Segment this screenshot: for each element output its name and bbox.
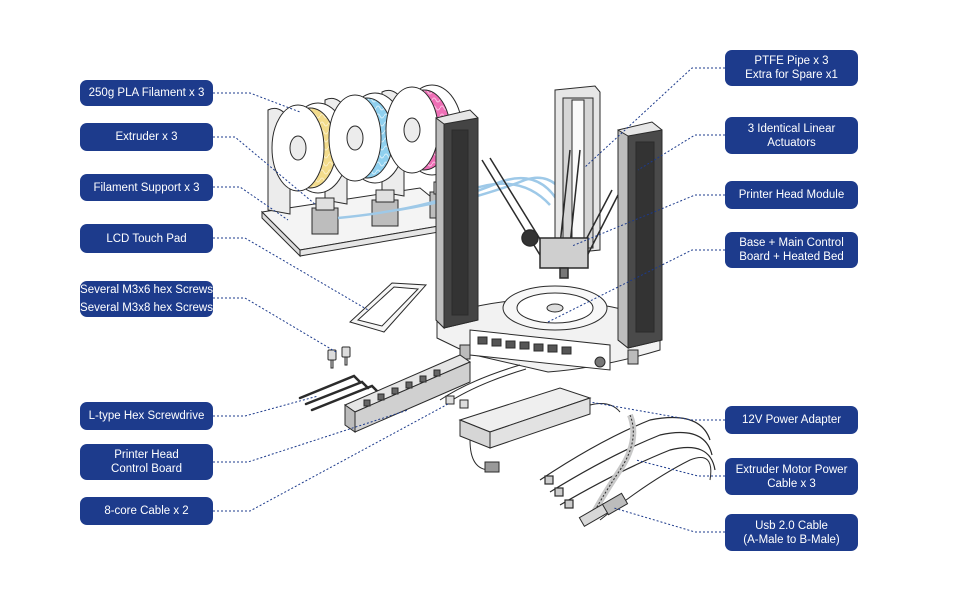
label-power-adapter: 12V Power Adapter — [725, 406, 858, 434]
label-8-core-cable: 8-core Cable x 2 — [80, 497, 213, 525]
label-pla-filament: 250g PLA Filament x 3 — [80, 80, 213, 106]
label-usb-cable: Usb 2.0 Cable (A-Male to B-Male) — [725, 514, 858, 551]
printer-base — [436, 285, 661, 373]
hex-screws — [327, 346, 351, 369]
leader-lines — [213, 67, 725, 533]
label-hex-screwdriver: L-type Hex Screwdrive — [80, 402, 213, 430]
printer-head-module — [481, 149, 619, 279]
label-ptfe-pipe: PTFE Pipe x 3 Extra for Spare x1 — [725, 50, 858, 86]
label-hex-screws: Several M3x6 hex Screws Several M3x8 hex… — [80, 281, 213, 317]
usb-cable — [578, 457, 712, 528]
8-core-cable — [439, 364, 527, 409]
printer-head-control-board — [343, 354, 472, 433]
label-base-main-board: Base + Main Control Board + Heated Bed — [725, 232, 858, 268]
hex-screwdriver — [298, 374, 380, 412]
linear-actuator-right — [617, 121, 663, 350]
label-linear-actuators: 3 Identical Linear Actuators — [725, 117, 858, 154]
power-adapter — [458, 387, 621, 473]
label-lcd-touch-pad: LCD Touch Pad — [80, 224, 213, 253]
label-extruder: Extruder x 3 — [80, 123, 213, 151]
label-filament-support: Filament Support x 3 — [80, 174, 213, 201]
linear-actuator-left — [435, 109, 479, 330]
label-printer-head-module: Printer Head Module — [725, 181, 858, 209]
label-printer-head-control-board: Printer Head Control Board — [80, 444, 213, 480]
linear-actuator-back — [554, 85, 601, 255]
label-extruder-motor-cable: Extruder Motor Power Cable x 3 — [725, 458, 858, 495]
lcd-touch-pad — [349, 282, 428, 333]
